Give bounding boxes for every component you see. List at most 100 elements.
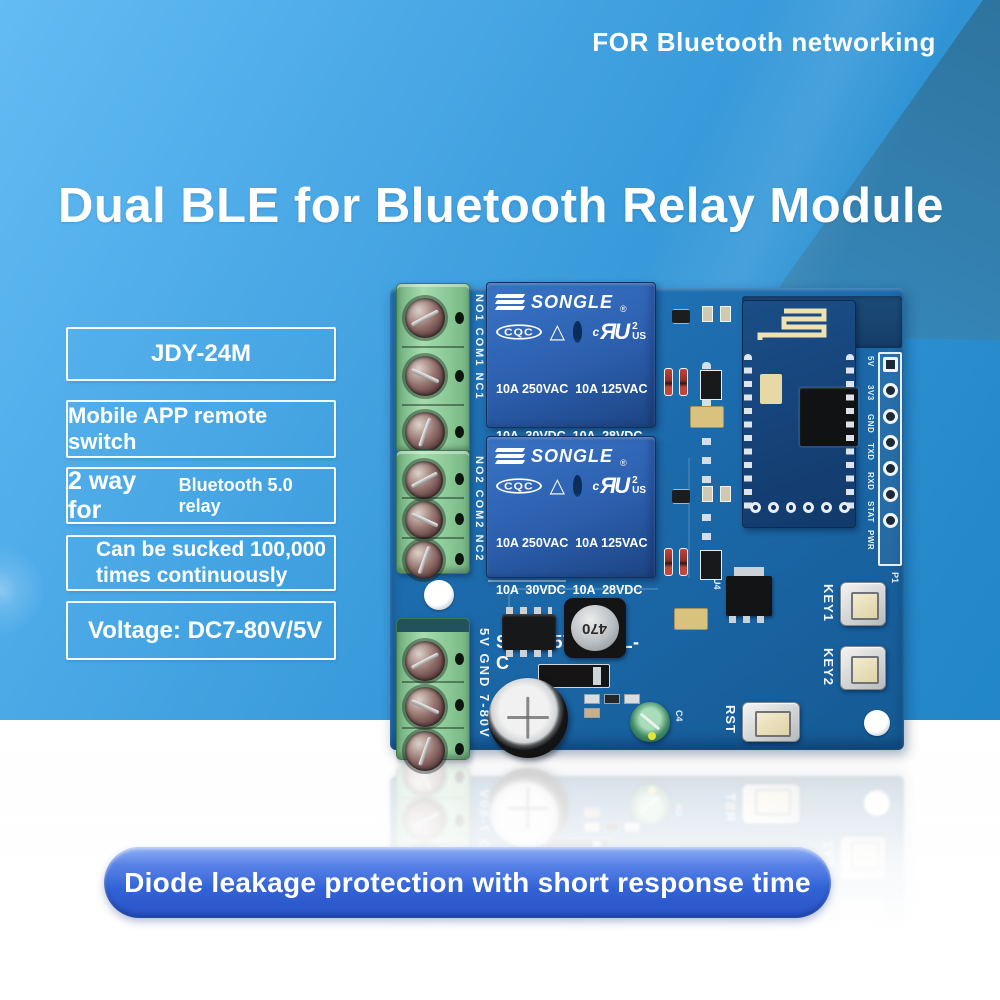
through-hole-pad-column	[702, 362, 711, 574]
relay-brand-row: SONGLE ®	[494, 444, 646, 468]
pin-label-gnd: GND	[866, 414, 875, 434]
terminal-screw	[405, 501, 443, 539]
inductor-value: 470	[582, 619, 608, 637]
bluetooth-antenna-trace-icon	[757, 308, 827, 340]
screw-terminal-power	[396, 618, 470, 771]
pin-label-txd: TXD	[866, 443, 875, 461]
triangle-cert-icon: △	[549, 475, 566, 497]
ul-cert-icon: c ЯU 2 US	[592, 473, 646, 498]
rst-label: RST	[723, 705, 738, 734]
terminal-wire-hole	[455, 699, 464, 711]
terminal-divider	[402, 497, 464, 499]
smd-transistor	[672, 310, 690, 323]
smd-resistor	[720, 486, 731, 502]
smd-capacitor	[690, 406, 724, 428]
terminal-screw	[405, 541, 443, 579]
triangle-cert-icon: △	[549, 321, 566, 343]
songle-logo-icon	[494, 446, 526, 466]
glass-diode	[679, 368, 688, 396]
screw-terminal-relay1	[396, 283, 470, 453]
glass-diode	[664, 548, 673, 576]
pin-label-rxd: RXD	[866, 472, 875, 491]
page-title: Dual BLE for Bluetooth Relay Module	[58, 179, 944, 233]
header-pad	[882, 487, 898, 502]
smd-resistor	[702, 486, 713, 502]
header-pad	[882, 357, 898, 372]
feature-box-app: Mobile APP remote switch	[66, 400, 336, 458]
power-inductor: 470	[564, 598, 626, 658]
songle-logo-icon	[494, 292, 526, 312]
smd-capacitor	[674, 608, 708, 630]
smd-resistor	[702, 306, 713, 322]
module-bottom-holes	[750, 502, 850, 513]
terminal-screw	[405, 412, 445, 452]
module-castellated-pads	[744, 354, 752, 512]
terminal-wire-hole	[455, 653, 464, 665]
terminal-screw	[405, 298, 445, 338]
terminal-divider	[402, 404, 464, 406]
relay-2: SONGLE ® CQC △ c ЯU 2 US 10A 250VAC 10A …	[486, 436, 656, 673]
cqc-cert-icon: CQC	[496, 478, 542, 494]
terminal-wire-hole	[455, 473, 464, 485]
relay-vent-hole	[573, 475, 583, 497]
uart-header-strip	[878, 352, 902, 566]
module-castellated-pads	[846, 354, 854, 512]
pin-label-stat: STAT	[866, 501, 875, 523]
screw-terminal-relay2	[396, 450, 470, 579]
pin-label-3v3: 3V3	[866, 385, 875, 401]
relay-vent-hole	[573, 321, 583, 343]
terminal-wire-hole	[455, 513, 464, 525]
trimmer-capacitor	[630, 702, 670, 742]
glass-diode	[664, 368, 673, 396]
terminal-screw	[405, 356, 445, 396]
terminal-wire-hole	[455, 743, 464, 755]
feature-box-voltage: Voltage: DC7-80V/5V	[66, 601, 336, 660]
feature-box-lifetime: Can be sucked 100,000 times continuously	[66, 535, 336, 591]
mounting-hole	[424, 580, 454, 610]
relay-brand: SONGLE	[531, 445, 614, 466]
cqc-cert-icon: CQC	[496, 324, 542, 340]
pin-label-5v: 5V	[866, 356, 875, 367]
relay-cert-row: CQC △ c ЯU 2 US	[496, 470, 646, 502]
key2-button	[840, 646, 886, 690]
reset-button	[742, 702, 800, 742]
terminal-divider	[402, 346, 464, 348]
relay-cert-row: CQC △ c ЯU 2 US	[496, 316, 646, 348]
smd-diode	[700, 550, 722, 580]
terminal-divider	[402, 537, 464, 539]
resistor-capacitor-cluster	[584, 694, 640, 718]
silkscreen-line	[488, 580, 566, 582]
crystal-component	[760, 374, 782, 404]
header-pad	[882, 409, 898, 424]
top-banner-text: FOR Bluetooth networking	[592, 27, 936, 57]
header-pad	[882, 513, 898, 528]
smd-transistor	[672, 490, 690, 503]
terminal-wire-hole	[455, 312, 464, 324]
terminal-screw	[405, 641, 445, 681]
terminal-screw	[405, 461, 443, 499]
terminal-divider	[402, 727, 464, 729]
header-ref-p1: P1	[890, 572, 900, 584]
silkscreen-relay1-contacts: NO1 COM1 NC1	[473, 294, 485, 401]
header-pad	[882, 435, 898, 450]
pcb-trace	[688, 458, 690, 578]
registered-mark-icon: ®	[620, 458, 627, 468]
smd-resistor	[720, 306, 731, 322]
key2-label: KEY2	[821, 648, 836, 686]
terminal-wire-hole	[455, 553, 464, 565]
ref-c4: C4	[674, 710, 684, 722]
feature-box-2way: 2 way for Bluetooth 5.0 relay	[66, 467, 336, 524]
footer-pill: Diode leakage protection with short resp…	[104, 847, 831, 918]
header-pad	[882, 461, 898, 476]
pin-label-pwr: PWR	[866, 530, 875, 551]
key1-label: KEY1	[821, 584, 836, 622]
regulator-ic-soic8	[502, 607, 556, 657]
relay-brand-row: SONGLE ®	[494, 290, 646, 314]
glass-diode	[679, 548, 688, 576]
key1-button	[840, 582, 886, 626]
terminal-divider	[402, 681, 464, 683]
header-pad	[882, 383, 898, 398]
relay-module-photo: NO1 COM1 NC1 NO2 COM2 NC2 5V GND 7-80V S…	[388, 278, 904, 771]
feature-box-model: JDY-24M	[66, 327, 336, 381]
